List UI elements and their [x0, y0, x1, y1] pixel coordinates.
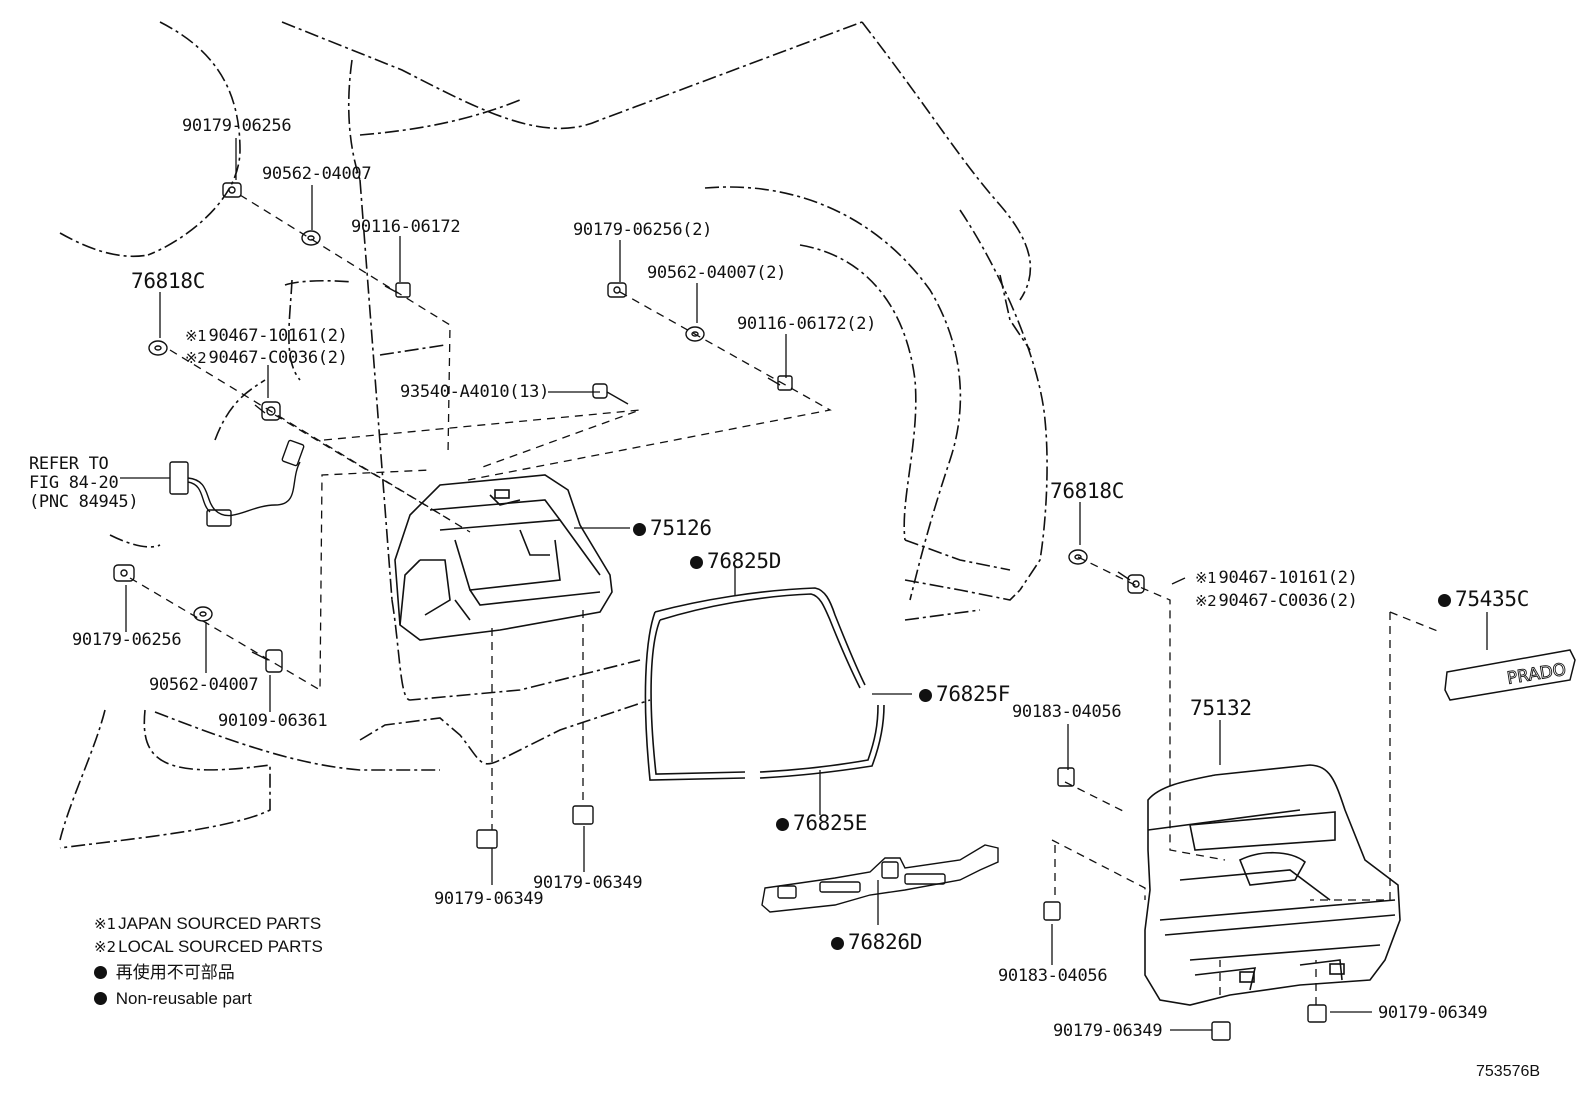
refer-line-1: REFER TO [29, 454, 109, 474]
non-reusable-dot [94, 992, 107, 1005]
non-reusable-dot [1438, 594, 1451, 607]
nut-90179-06256-bottom [113, 564, 135, 582]
refer-line-2: FIG 84-20 [29, 473, 119, 493]
legend-non-reusable: Non-reusable part [94, 990, 252, 1007]
clip-90179-06349-b [572, 805, 594, 825]
emblem-plate-75435c [1444, 649, 1576, 701]
label-90179-06349-b: 90179-06349 [533, 873, 643, 893]
label-90562-04007-top: 90562-04007 [262, 164, 372, 184]
marker-1: ※1 [185, 327, 207, 345]
label-90183-04056-b: 90183-04056 [998, 966, 1108, 986]
label-76825d: 76825D [690, 551, 781, 572]
label-76818c-left: 76818C [131, 269, 206, 293]
label-75132: 75132 [1190, 696, 1252, 720]
bolt-90116-06172-top [384, 282, 411, 298]
back-door-module-75126 [394, 474, 613, 641]
label-76826d: 76826D [831, 932, 922, 953]
bolt-90116-06172-2 [767, 375, 793, 391]
garnish-76826d [761, 844, 999, 913]
marker-2: ※2 [185, 349, 207, 367]
label-90116-06172-2: 90116-06172(2) [737, 314, 877, 334]
label-90562-04007-2: 90562-04007(2) [647, 263, 787, 283]
label-90179-06256-2: 90179-06256(2) [573, 220, 713, 240]
non-reusable-dot [831, 937, 844, 950]
clip-90179-06349-a [476, 829, 498, 849]
non-reusable-dot [690, 556, 703, 569]
label-90179-06349-a: 90179-06349 [434, 889, 544, 909]
label-90562-04007-bottom: 90562-04007 [149, 675, 259, 695]
label-90116-06172-top: 90116-06172 [351, 217, 461, 237]
label-90179-06349-d: 90179-06349 [1378, 1003, 1488, 1023]
label-90179-06256-bottom: 90179-06256 [72, 630, 182, 650]
label-90183-04056-a: 90183-04056 [1012, 702, 1122, 722]
label-90179-06349-c: 90179-06349 [1053, 1021, 1163, 1041]
emblem-text: PRADO [1506, 660, 1568, 689]
clip-90183-04056-b [1043, 901, 1061, 921]
clip-90467-left [254, 401, 281, 421]
clip-90467-right [1117, 571, 1145, 594]
clip-90179-06349-c [1211, 1021, 1231, 1041]
back-door-trim-75132 [1144, 764, 1401, 1006]
label-76818c-right: 76818C [1050, 479, 1125, 503]
refer-line-3: (PNC 84945) [29, 492, 139, 512]
label-76825e: 76825E [776, 813, 867, 834]
label-76825f: 76825F [919, 684, 1010, 705]
nut-90179-06256-2 [607, 282, 627, 298]
label-75435c: 75435C [1438, 589, 1529, 610]
clip-90183-04056-a [1057, 767, 1075, 787]
bolt-90109-06361 [251, 649, 283, 673]
legend-non-reusable-jp: 再使用不可部品 [94, 964, 235, 981]
washer-90562-04007-2 [685, 326, 705, 342]
non-reusable-dot [919, 689, 932, 702]
clip-90179-06349-d [1307, 1004, 1327, 1023]
label-leaders [120, 138, 1488, 1031]
label-75126: 75126 [633, 518, 712, 539]
nut-90179-06256-top [222, 182, 242, 198]
label-90179-06256-top: 90179-06256 [182, 116, 292, 136]
washer-76818c-left [148, 340, 168, 356]
label-90109-06361: 90109-06361 [218, 711, 328, 731]
wire-harness [169, 439, 305, 527]
diagram-id: 753576B [1476, 1063, 1541, 1080]
marker-1: ※1 [1195, 569, 1217, 587]
marker-1: ※1 [94, 915, 117, 933]
non-reusable-dot [633, 523, 646, 536]
marker-2: ※2 [94, 938, 117, 956]
marker-2: ※2 [1195, 592, 1217, 610]
washer-76818c-right [1068, 549, 1088, 565]
screw-93540-a4010 [592, 383, 629, 405]
fasteners [113, 182, 1327, 1041]
washer-90562-04007-bottom [193, 606, 213, 622]
washer-90562-04007-top [301, 230, 321, 246]
non-reusable-dot [776, 818, 789, 831]
non-reusable-dot [94, 966, 107, 979]
weatherstrip-76825d [644, 587, 885, 781]
label-93540-a4010: 93540-A4010(13) [400, 382, 550, 402]
vehicle-body-outline [59, 21, 1048, 849]
